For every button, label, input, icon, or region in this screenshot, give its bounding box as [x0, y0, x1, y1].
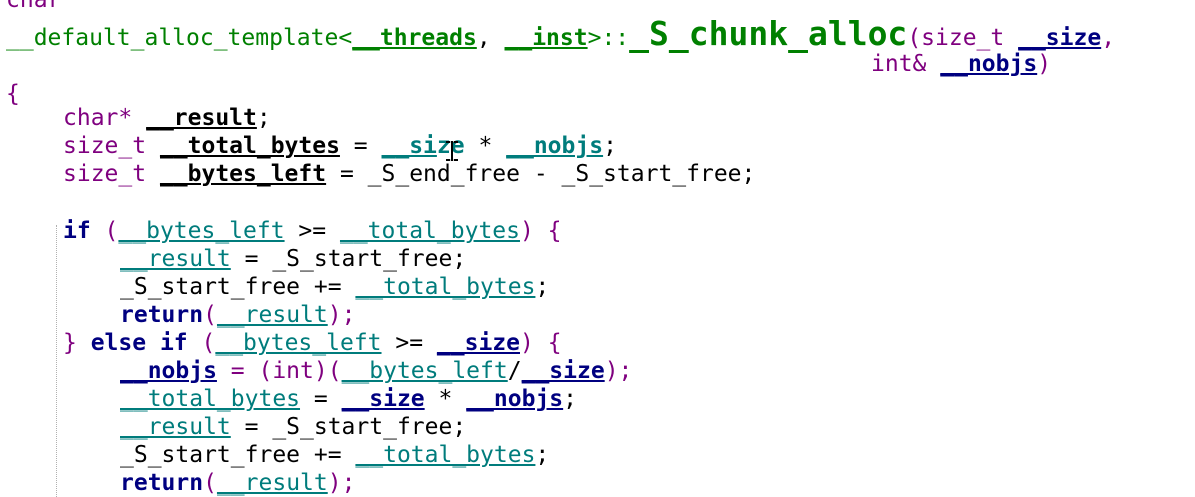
- token-punct: );: [327, 302, 356, 328]
- token-type: char: [6, 0, 62, 13]
- token-type: char*: [63, 105, 147, 131]
- token-var: __bytes_left: [118, 218, 285, 244]
- token-op: +=: [300, 274, 356, 300]
- token-punct: ): [1037, 51, 1052, 77]
- code-line-return-2: return(__result);: [120, 469, 355, 497]
- token-param: __nobjs: [506, 133, 604, 159]
- token-op: >=: [284, 218, 340, 244]
- code-line-bytes-left-decl: size_t __bytes_left = _S_end_free - _S_s…: [63, 160, 755, 188]
- code-line-result-decl: char* __result;: [63, 104, 271, 132]
- code-line-brace: {: [6, 80, 20, 108]
- code-line-else-if: } else if (__bytes_left >= __size) {: [63, 329, 562, 357]
- token-param: __size: [341, 386, 425, 412]
- token-op: =: [300, 386, 342, 412]
- token-punct: ) {: [520, 330, 562, 356]
- code-line-return: return(__result);: [120, 301, 355, 329]
- token-template-param: __inst: [504, 25, 588, 51]
- token-punct: (: [203, 470, 217, 496]
- token-brace: {: [6, 81, 20, 107]
- token-scope: >::: [587, 25, 630, 51]
- token-expression: = _S_start_free;: [230, 246, 467, 272]
- token-punct: );: [604, 358, 633, 384]
- code-line-signature-2: int& __nobjs): [871, 50, 1051, 78]
- token-var: __result: [216, 470, 328, 496]
- token-var: __total_bytes: [339, 218, 520, 244]
- token-op: *: [464, 133, 507, 159]
- token-template-param: __threads: [352, 25, 477, 51]
- token-var: __total_bytes: [355, 442, 536, 468]
- token-param: __size: [521, 358, 605, 384]
- token-param: __nobjs: [466, 386, 564, 412]
- token-punct: (: [187, 330, 216, 356]
- code-line-assign-result-2: __result = _S_start_free;: [120, 413, 466, 441]
- token-punct: ;: [535, 442, 550, 468]
- code-line-if: if (__bytes_left >= __total_bytes) {: [63, 217, 562, 245]
- token-punct: ,: [1101, 25, 1116, 51]
- token-var: __total_bytes: [120, 386, 301, 412]
- token-var: __result: [120, 246, 231, 272]
- token-param-type: int&: [871, 51, 941, 77]
- token-op: /: [507, 358, 522, 384]
- code-line-signature: __default_alloc_template<__threads, __in…: [6, 14, 1115, 54]
- token-punct: ) {: [519, 218, 562, 244]
- code-line-top-fragment: char: [6, 0, 61, 14]
- text-cursor-icon: [446, 141, 458, 161]
- token-op: +=: [300, 442, 356, 468]
- token-punct: ;: [256, 105, 271, 131]
- token-class-name: __default_alloc_template<: [6, 25, 353, 51]
- token-punct: (: [203, 302, 217, 328]
- token-var: __bytes_left: [215, 330, 382, 356]
- code-line-advance-start-2: _S_start_free += __total_bytes;: [120, 441, 549, 469]
- token-punct: ;: [603, 133, 617, 159]
- token-op: =: [339, 133, 382, 159]
- token-punct: ;: [535, 274, 550, 300]
- token-punct: ;: [563, 386, 577, 412]
- token-var: __bytes_left: [341, 358, 508, 384]
- token-keyword: else if: [90, 330, 188, 356]
- token-punct: ,: [476, 25, 505, 51]
- indent-guide: [56, 225, 57, 497]
- token-cast: = (int)(: [216, 358, 342, 384]
- token-param: __si: [381, 133, 437, 159]
- code-line-total-bytes-decl: size_t __total_bytes = __size * __nobjs;: [63, 132, 617, 160]
- token-keyword: return: [120, 302, 204, 328]
- token-var: __result: [216, 302, 328, 328]
- token-param: __nobjs: [120, 358, 217, 384]
- token-var: _S_start_free: [120, 442, 301, 468]
- code-line-assign-total: __total_bytes = __size * __nobjs;: [120, 385, 577, 413]
- code-line-assign-nobjs: __nobjs = (int)(__bytes_left/__size);: [120, 357, 632, 385]
- token-param: __nobjs: [940, 51, 1038, 77]
- token-brace: }: [63, 330, 91, 356]
- code-line-advance-start: _S_start_free += __total_bytes;: [120, 273, 549, 301]
- token-var: __result: [146, 105, 257, 131]
- token-op: >=: [381, 330, 437, 356]
- token-keyword: return: [120, 470, 204, 496]
- token-op: *: [424, 386, 467, 412]
- token-expression: = _S_end_free - _S_start_free;: [326, 161, 756, 187]
- token-var: __total_bytes: [159, 133, 340, 159]
- token-type: size_t: [63, 161, 160, 187]
- token-var: __result: [120, 414, 231, 440]
- token-var: __bytes_left: [159, 161, 327, 187]
- code-line-assign-result: __result = _S_start_free;: [120, 245, 466, 273]
- token-punct: );: [327, 470, 356, 496]
- token-keyword: if: [63, 218, 91, 244]
- token-type: size_t: [63, 133, 160, 159]
- token-param-type: (size_t: [907, 25, 1019, 51]
- token-expression: = _S_start_free;: [230, 414, 467, 440]
- token-param: __size: [436, 330, 520, 356]
- token-param: __size: [1018, 25, 1102, 51]
- token-var: _S_start_free: [120, 274, 301, 300]
- token-var: __total_bytes: [355, 274, 536, 300]
- token-function-name: _S_chunk_alloc: [629, 14, 908, 53]
- token-punct: (: [90, 218, 119, 244]
